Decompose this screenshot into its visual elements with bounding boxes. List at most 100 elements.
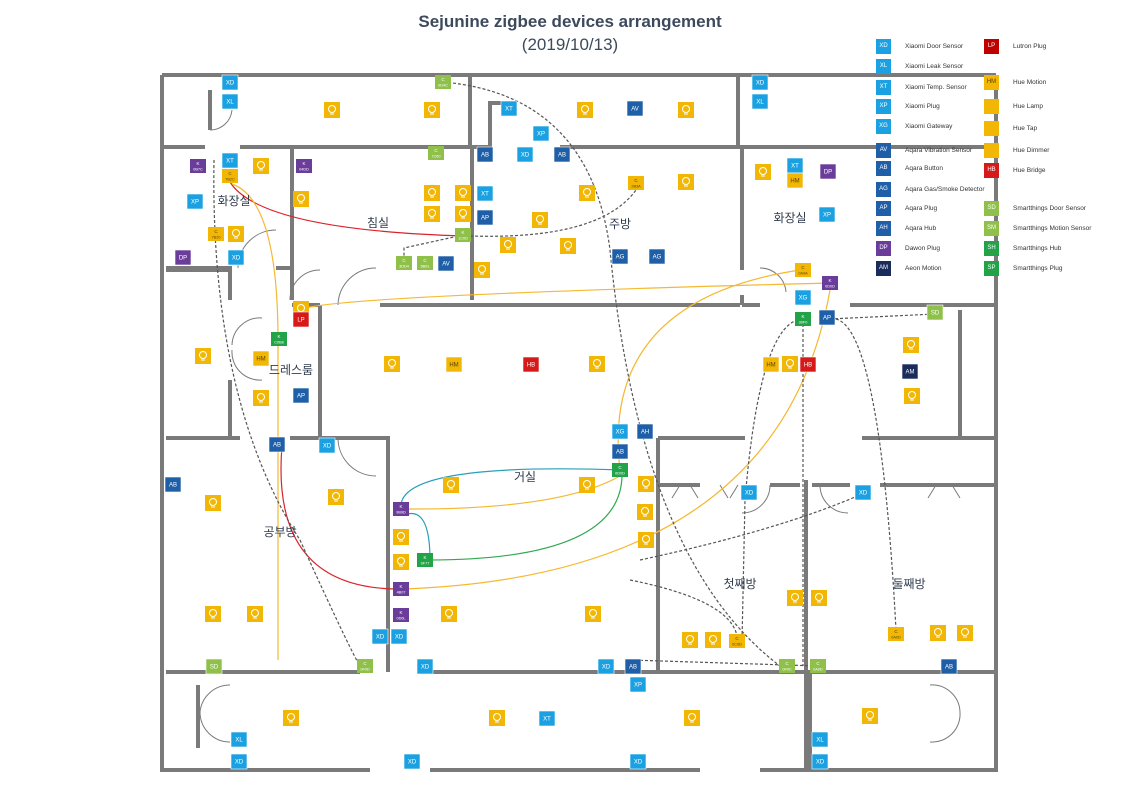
legend-label: Smartthings Door Sensor — [1013, 204, 1086, 212]
link-orange — [231, 183, 279, 660]
device-tag-id: 30F0 — [799, 321, 808, 325]
device-marker: HM — [445, 356, 463, 373]
legend-swatch: XP — [876, 98, 891, 114]
room-label: 주방 — [609, 217, 631, 231]
device-tag-code: C — [735, 636, 739, 641]
hue-lamp-icon — [247, 606, 263, 622]
hue-lamp-icon — [324, 102, 340, 118]
device-marker: XD — [221, 74, 239, 91]
device-code: XD — [634, 760, 643, 766]
room-label: 첫째방 — [723, 577, 756, 591]
device-tag-id: 0C0D — [732, 643, 742, 647]
device-tag-code: C — [816, 661, 820, 666]
hue-lamp-icon — [293, 191, 309, 207]
hue-lamp-icon — [904, 388, 920, 404]
device-tag-code: K — [423, 555, 426, 560]
legend-swatch: AG — [876, 181, 891, 197]
device-tag-id: 4B07 — [397, 591, 406, 595]
device-marker: XL — [230, 731, 248, 748]
device-tag-id: 04DD — [299, 168, 309, 172]
device-marker: XD — [854, 484, 872, 501]
device-marker: HM — [252, 350, 270, 367]
device-marker: XD — [227, 249, 245, 266]
hue-lamp-icon — [755, 164, 771, 180]
device-code: XD — [376, 635, 385, 641]
legend-swatch — [984, 142, 999, 158]
legend-label: Aqara Plug — [905, 204, 938, 212]
legend-swatch: XL — [876, 58, 891, 74]
device-marker: AV — [437, 255, 455, 272]
device-marker: XD — [230, 753, 248, 770]
hue-lamps — [195, 102, 973, 726]
device-code: HM — [256, 357, 265, 363]
device-tag-id: 9F77 — [421, 562, 430, 566]
device-code: XP — [537, 132, 545, 138]
room-label: 드레스룸 — [269, 363, 313, 377]
legend-label: Hue Bridge — [1013, 166, 1046, 174]
link-red-2 — [280, 445, 402, 590]
device-marker: XD — [416, 658, 434, 675]
legend-item: HB Hue Bridge — [984, 162, 1097, 178]
device-code: AB — [558, 153, 566, 159]
hue-lamp-icon — [560, 238, 576, 254]
device-tag-code: C — [618, 465, 622, 470]
room-label: 화장실 — [217, 194, 250, 208]
device-tag-code: K — [196, 161, 199, 166]
device-tag-id: 0F0D — [360, 668, 370, 672]
device-tag-code: C — [785, 661, 789, 666]
device-code: AB — [481, 153, 489, 159]
room-label: 공부방 — [263, 525, 296, 539]
legend-swatch: AV — [876, 142, 891, 158]
device-code: XD — [395, 635, 404, 641]
room-label: 침실 — [367, 216, 389, 230]
device-marker: HB — [799, 356, 817, 373]
walls — [160, 73, 998, 772]
device-code: XL — [756, 100, 764, 106]
legend-item: Hue Dimmer — [984, 142, 1097, 158]
device-marker: XD — [390, 628, 408, 645]
device-code: AP — [297, 394, 305, 400]
hue-lamp-icon — [678, 102, 694, 118]
hue-lamp-icon — [930, 625, 946, 641]
legend-swatch: XG — [876, 118, 891, 134]
device-tag-id: 0A0A — [798, 272, 808, 276]
link-gray-7 — [829, 313, 936, 320]
link-gray-6 — [835, 318, 897, 631]
device-code: XL — [226, 100, 234, 106]
device-code: DP — [179, 256, 187, 262]
device-tag: K 0B7C — [190, 159, 206, 173]
device-code: XT — [481, 192, 489, 198]
hue-lamp-icon — [638, 476, 654, 492]
device-marker: AB — [553, 146, 571, 163]
device-marker: XT — [221, 152, 239, 169]
legend-swatch — [984, 98, 999, 114]
device-tag-id: 9B9D — [396, 511, 406, 515]
device-marker: XP — [629, 676, 647, 693]
device-tag-id: 6B61 — [421, 265, 430, 269]
device-tag-code: K — [277, 334, 280, 339]
hue-lamp-icon — [903, 337, 919, 353]
device-tag-id: 3DD4 — [399, 265, 409, 269]
device-tag-id: 0B7C — [193, 168, 203, 172]
legend-swatch: HB — [984, 162, 999, 178]
hue-lamp-icon — [589, 356, 605, 372]
device-marker: XD — [740, 484, 758, 501]
device-code: AP — [481, 216, 489, 222]
hue-lamp-icon — [579, 477, 595, 493]
device-marker: XT — [500, 100, 518, 117]
device-marker: LP — [292, 311, 310, 328]
device-marker: AV — [626, 100, 644, 117]
device-marker: XT — [476, 185, 494, 202]
device-code: AV — [631, 107, 639, 113]
